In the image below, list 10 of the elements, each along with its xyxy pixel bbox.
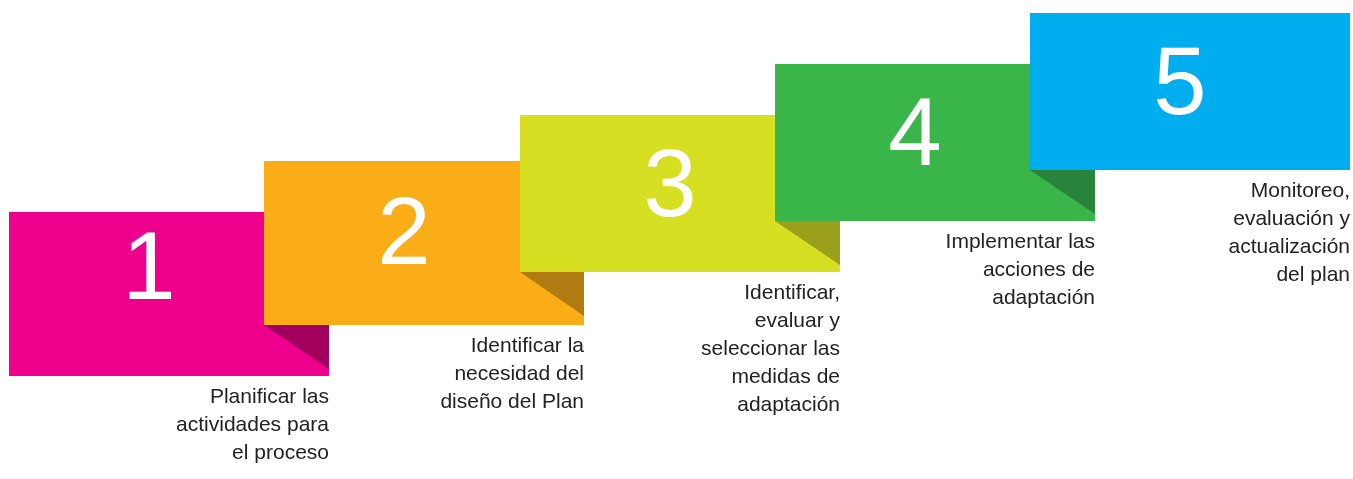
step-number: 2 (376, 183, 432, 279)
step-number: 5 (1152, 33, 1208, 129)
step-caption: Planificar las actividades para el proceso (175, 383, 329, 465)
step-number: 1 (121, 218, 177, 314)
step-caption: Identificar la necesidad del diseño del Plan (439, 332, 584, 414)
step-number: 4 (887, 84, 943, 180)
step-number: 3 (642, 135, 698, 231)
step-caption: Implementar las acciones de adaptación (944, 228, 1095, 310)
step-caption: Identificar, evaluar y seleccionar las medidas de adaptación (700, 279, 840, 417)
step-caption: Monitoreo, evaluación y actualización del plan (1227, 177, 1350, 287)
